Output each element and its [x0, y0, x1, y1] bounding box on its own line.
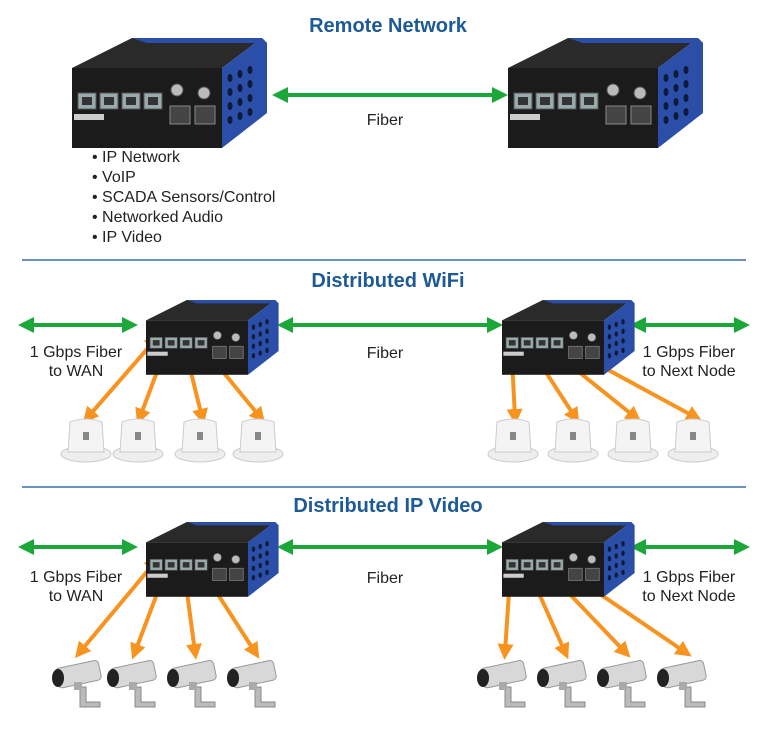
wan-label: to WAN: [49, 588, 104, 605]
wan-label: 1 Gbps Fiber: [30, 569, 123, 586]
wan-label: to WAN: [49, 363, 104, 380]
wifi-access-point-icon: [232, 418, 284, 463]
bullet-item: • IP Network: [92, 149, 181, 166]
bullet-item: • Networked Audio: [92, 209, 223, 226]
section-title-distributed-ip-video: Distributed IP Video: [293, 495, 482, 517]
next-node-label: 1 Gbps Fiber: [643, 344, 736, 361]
section-title-distributed-wifi: Distributed WiFi: [311, 270, 464, 292]
bullet-item: • IP Video: [92, 229, 162, 246]
next-node-label: 1 Gbps Fiber: [643, 569, 736, 586]
wan-label: 1 Gbps Fiber: [30, 344, 123, 361]
media-converter-switch: [502, 300, 635, 375]
ip-camera-icon: [597, 660, 647, 708]
media-converter-switch: [502, 522, 635, 597]
ip-camera-icon: [537, 660, 587, 708]
wifi-access-point-icon: [547, 418, 599, 463]
media-converter-switch: [146, 300, 279, 375]
bullet-item: • SCADA Sensors/Control: [92, 189, 275, 206]
ip-camera-icon: [107, 660, 157, 708]
section-title-remote-network: Remote Network: [309, 15, 468, 37]
ip-camera-icon: [52, 660, 102, 708]
wifi-access-point-icon: [607, 418, 659, 463]
fiber-label: Fiber: [367, 112, 404, 129]
media-converter-switch: [146, 522, 279, 597]
fiber-label: Fiber: [367, 570, 404, 587]
ip-camera-icon: [227, 660, 277, 708]
application-list: • IP Network • VoIP • SCADA Sensors/Cont…: [92, 149, 275, 246]
wifi-access-point-icon: [487, 418, 539, 463]
media-converter-switch: [72, 38, 267, 148]
wifi-access-point-icon: [60, 418, 112, 463]
wifi-access-point-icon: [112, 418, 164, 463]
wifi-access-point-icon: [174, 418, 226, 463]
ip-camera-icon: [477, 660, 527, 708]
ip-camera-icon: [657, 660, 707, 708]
ip-camera-icon: [167, 660, 217, 708]
fiber-label: Fiber: [367, 345, 404, 362]
next-node-label: to Next Node: [642, 363, 735, 380]
media-converter-switch: [508, 38, 703, 148]
next-node-label: to Next Node: [642, 588, 735, 605]
wifi-access-point-icon: [667, 418, 719, 463]
bullet-item: • VoIP: [92, 169, 136, 186]
